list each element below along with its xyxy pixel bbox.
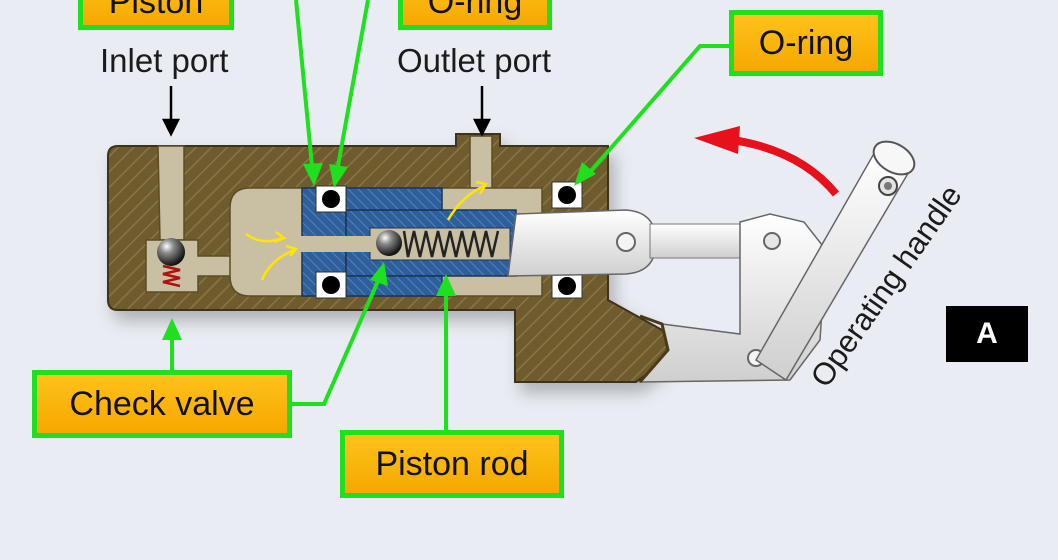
callout-o-ring-top-text: O-ring xyxy=(427,0,523,21)
rotation-arrow xyxy=(694,126,840,197)
piston-rod xyxy=(507,209,751,277)
callout-o-ring-right: O-ring xyxy=(729,10,883,76)
leader-arrowheads xyxy=(162,162,596,340)
inlet-passage xyxy=(157,145,185,241)
callout-piston-text: Piston xyxy=(108,0,204,21)
callout-o-ring-top: O-ring xyxy=(398,0,552,30)
inlet-port-label: Inlet port xyxy=(100,42,229,79)
callout-piston-rod: Piston rod xyxy=(340,430,564,498)
port-arrows xyxy=(161,86,492,137)
o-ring-seals xyxy=(315,181,583,299)
flow-arrows xyxy=(245,180,488,281)
piston-spring xyxy=(402,230,500,258)
callout-o-ring-right-text: O-ring xyxy=(758,24,854,62)
panel-letter-badge: A xyxy=(946,306,1028,362)
callout-check-valve-text: Check valve xyxy=(69,385,255,423)
inlet-check-spring xyxy=(162,264,181,288)
piston-check-ball xyxy=(376,230,402,256)
inlet-check-ball xyxy=(157,238,185,266)
leader-lines xyxy=(170,0,733,434)
operating-handle xyxy=(755,140,916,382)
callout-check-valve: Check valve xyxy=(32,370,292,438)
callout-piston-rod-text: Piston rod xyxy=(375,445,529,483)
panel-letter-text: A xyxy=(976,317,998,350)
outlet-port-label: Outlet port xyxy=(397,42,552,79)
callout-piston: Piston xyxy=(78,0,234,30)
